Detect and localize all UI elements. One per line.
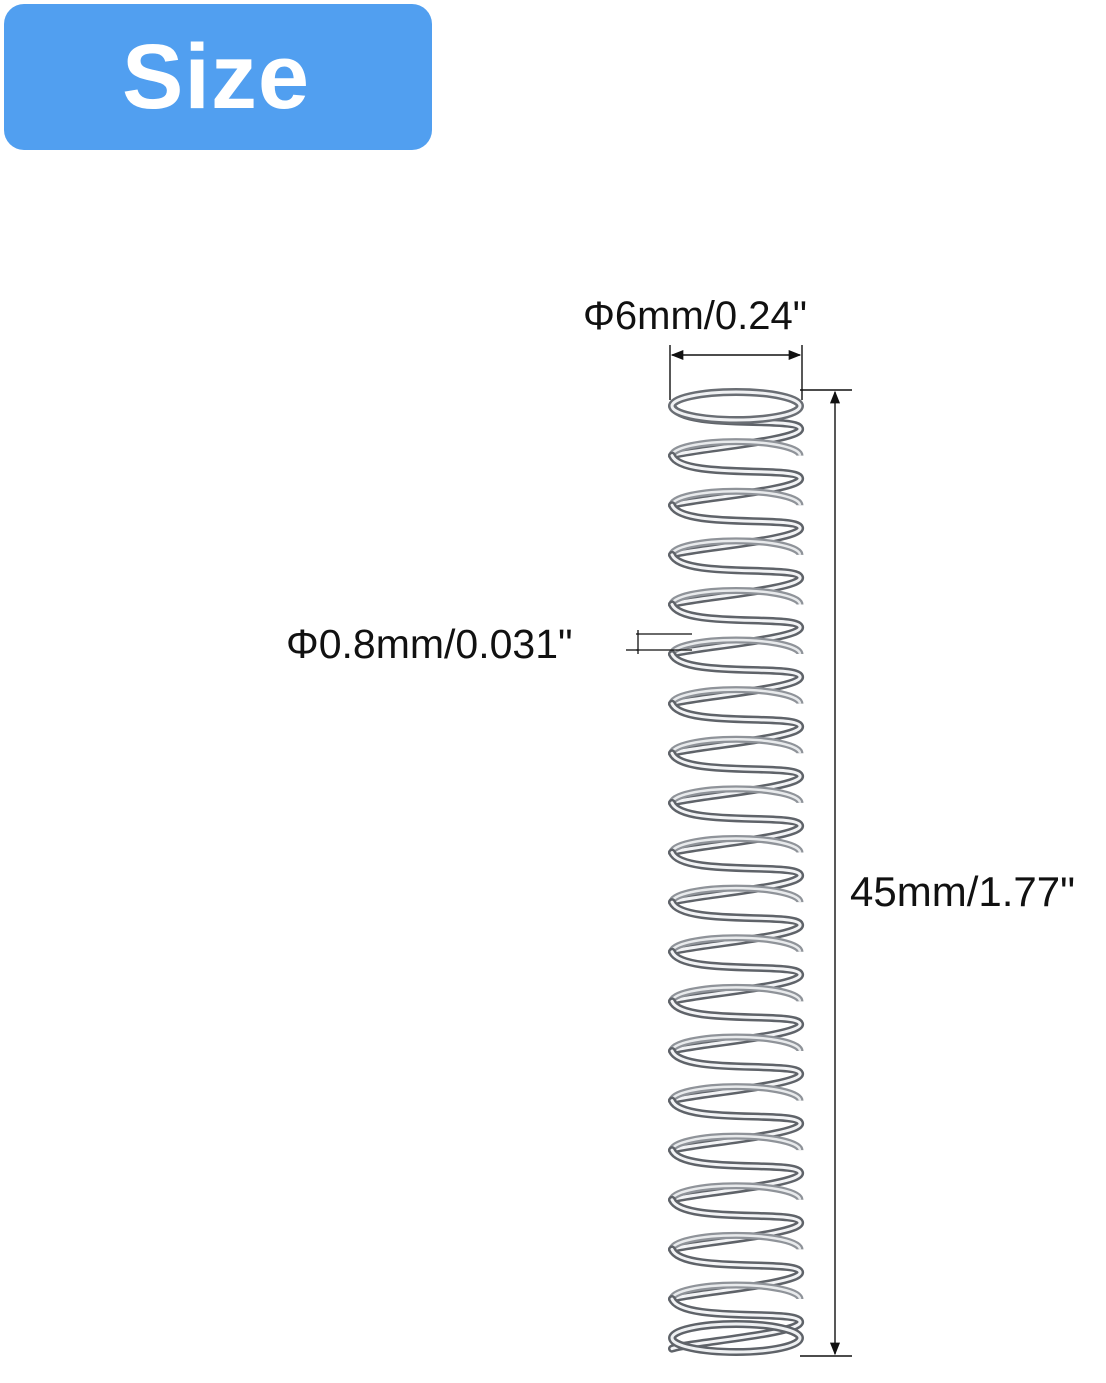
coil-front-highlight xyxy=(670,999,802,1053)
coil-front-highlight xyxy=(670,503,802,557)
free-length-dimension xyxy=(800,389,852,1357)
size-badge-label: Size xyxy=(121,26,311,128)
coil-front-highlight xyxy=(670,1247,802,1301)
coil-front-highlight xyxy=(670,602,802,656)
coil-back-highlight xyxy=(670,787,802,804)
spring-coil xyxy=(668,735,805,807)
spring-coil xyxy=(668,1132,805,1204)
coil-back-highlight xyxy=(670,1184,802,1201)
coil-back-highlight xyxy=(670,539,802,556)
coil-back-highlight xyxy=(670,1035,802,1052)
spring-coil xyxy=(668,884,805,956)
coil-front-highlight xyxy=(670,553,802,606)
coil-back-highlight xyxy=(670,1085,802,1101)
coil-back-highlight xyxy=(670,986,802,1002)
spring-coil xyxy=(668,1083,805,1155)
outer-diameter-dimension xyxy=(669,345,803,400)
spring-coil xyxy=(668,1182,805,1254)
coil-back-highlight xyxy=(670,738,802,754)
coil-front-highlight xyxy=(670,1099,802,1152)
coil-back-highlight xyxy=(670,1283,802,1300)
coil-back-highlight xyxy=(670,589,802,605)
coil-back-highlight xyxy=(670,638,802,655)
wire-diameter-dimension xyxy=(626,630,692,654)
spring-end-ring xyxy=(668,1320,804,1356)
coil-back-highlight xyxy=(670,837,802,853)
wire-diameter-label: Φ0.8mm/0.031" xyxy=(286,621,573,667)
coil-front-highlight xyxy=(670,1297,802,1351)
coil-back-highlight xyxy=(670,688,802,704)
coil-back-highlight xyxy=(670,1234,802,1250)
spring-coil xyxy=(668,1033,805,1105)
spring-coil xyxy=(668,487,805,559)
coil-front-highlight xyxy=(670,751,802,805)
spring-coil xyxy=(668,983,805,1055)
spring-coil xyxy=(668,686,805,758)
coil-back-highlight xyxy=(670,489,802,506)
coil-front-highlight xyxy=(670,801,802,855)
coil-front-highlight xyxy=(670,900,802,954)
spring-top-ring xyxy=(668,388,804,424)
spring-coil xyxy=(668,934,805,1006)
free-length-label: 45mm/1.77" xyxy=(850,868,1076,915)
spring-coil xyxy=(668,438,805,510)
compression-spring xyxy=(668,388,805,1356)
spring-coil xyxy=(668,537,805,609)
coil-back-highlight xyxy=(670,886,802,903)
coil-front-highlight xyxy=(670,1198,802,1251)
coil-back-highlight xyxy=(670,1134,802,1151)
spring-coil xyxy=(668,636,805,708)
coil-front-highlight xyxy=(670,702,802,755)
coil-front-highlight xyxy=(670,454,802,507)
spring-coil xyxy=(668,586,805,659)
coil-front-highlight xyxy=(670,950,802,1003)
end-ring-highlight xyxy=(670,1322,802,1354)
coil-front-highlight xyxy=(670,851,802,904)
coil-front-highlight xyxy=(670,1049,802,1103)
spring-coil xyxy=(668,1231,805,1304)
spring-coil xyxy=(668,835,805,907)
coil-front-highlight xyxy=(670,1148,802,1202)
spring-coil xyxy=(668,1281,805,1353)
spring-coil xyxy=(668,785,805,857)
coil-back-highlight xyxy=(670,936,802,952)
coil-front-highlight xyxy=(670,652,802,706)
outer-diameter-label: Φ6mm/0.24" xyxy=(583,294,807,338)
size-badge: Size xyxy=(4,4,432,150)
top-ring-highlight xyxy=(670,390,802,422)
coil-back-highlight xyxy=(670,440,802,456)
